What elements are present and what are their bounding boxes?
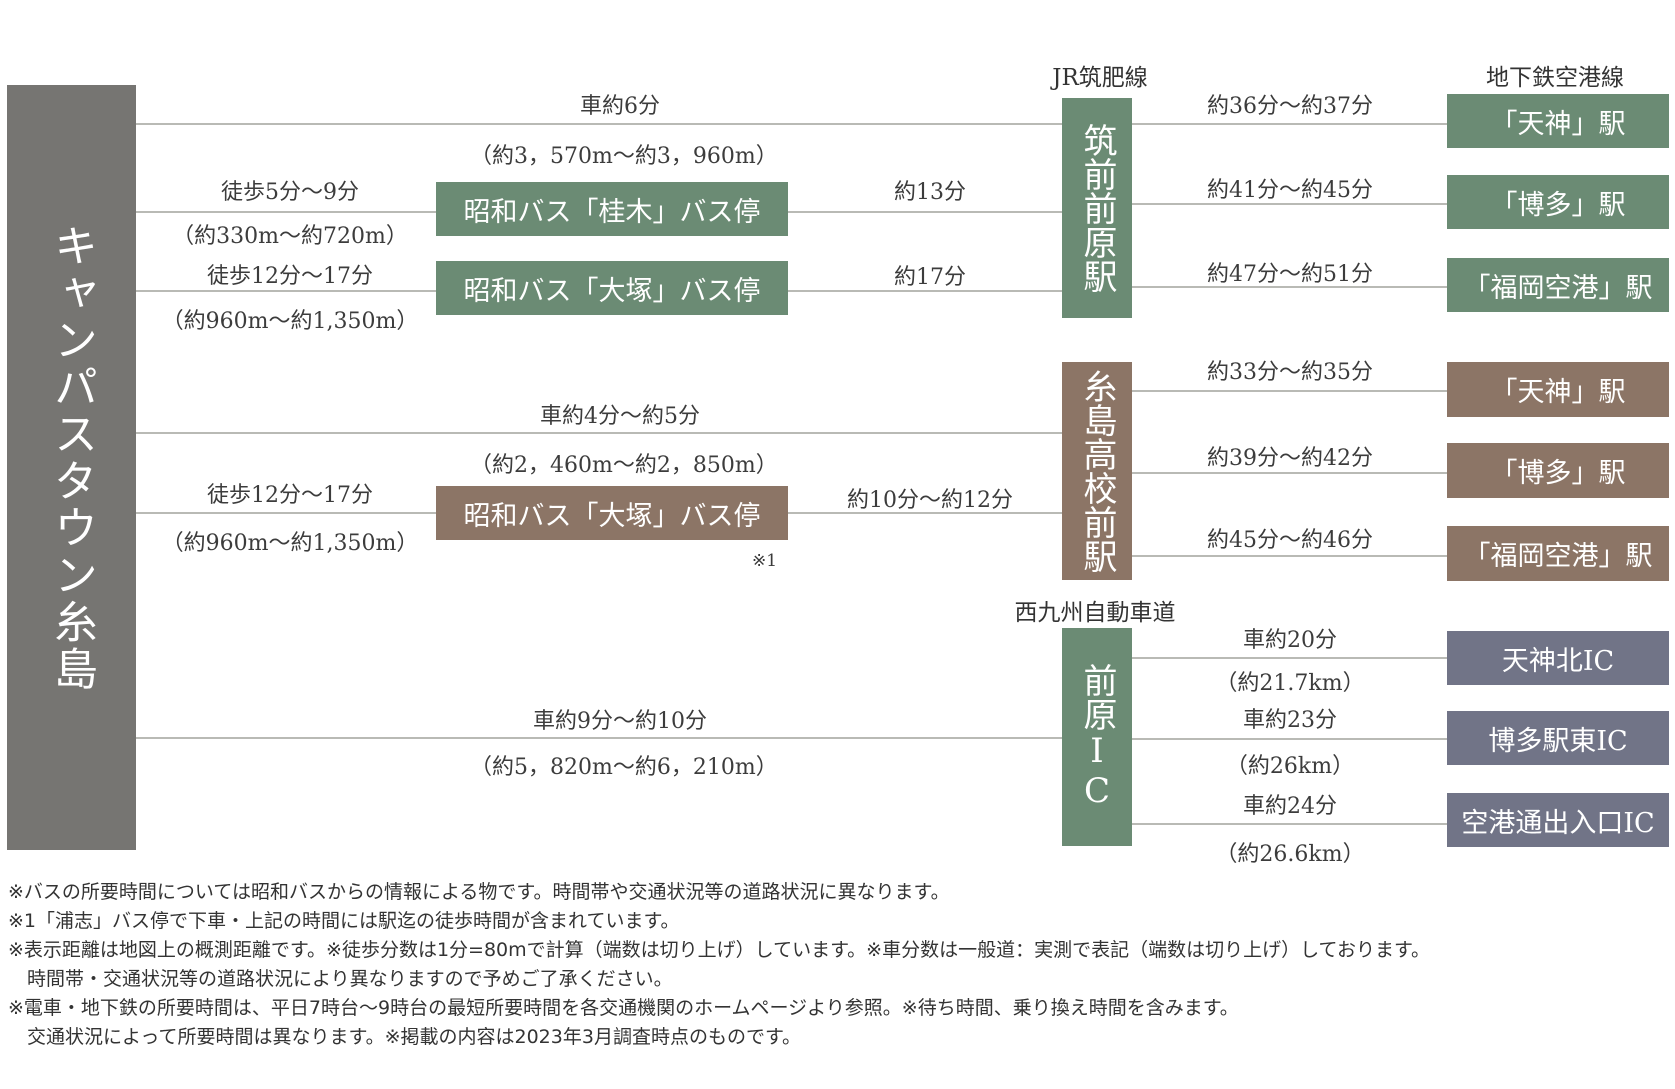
station-hakata-jr: 「博多」駅 — [1447, 175, 1669, 229]
car-time-ic: 車約9分～約10分 — [533, 709, 707, 734]
footnote-line: 時間帯・交通状況等の道路状況により異なりますので予めご了承ください。 — [8, 968, 673, 990]
ic-hakataeki-distance: （約26km） — [1225, 754, 1355, 779]
connector-line-ic-airport — [1132, 823, 1447, 825]
bus2-time: 約17分 — [894, 265, 966, 290]
hub-chikuzen-maebaru: 筑前前原駅 — [1062, 98, 1132, 318]
walk1-distance: （約330m～約720m） — [172, 224, 408, 249]
bus3-time: 約10分～約12分 — [847, 488, 1013, 513]
header-subway-line: 地下鉄空港線 — [1486, 65, 1624, 91]
ic-airport-dori: 空港通出入口IC — [1447, 793, 1669, 847]
connector-line-car-jr — [136, 123, 1062, 125]
connector-line-jr-tenjin — [1132, 123, 1447, 125]
connector-line-jr-hakata — [1132, 203, 1447, 205]
connector-line-walk2 — [136, 290, 436, 292]
header-expressway: 西九州自動車道 — [1014, 600, 1176, 626]
ic-tenjinkita-time: 車約20分 — [1243, 628, 1337, 653]
station-hakata-ito: 「博多」駅 — [1447, 443, 1669, 498]
connector-line-ic-hakataeki — [1132, 738, 1447, 740]
connector-line-car-itoshima — [136, 432, 1062, 434]
connector-line-bus3 — [788, 512, 1062, 514]
bus-stop-otsuka-2: 昭和バス「大塚」バス停 — [436, 486, 788, 540]
ic-airport-time: 車約24分 — [1243, 794, 1337, 819]
hub-chikuzen-maebaru-label: 筑前前原駅 — [1077, 123, 1117, 293]
jr-tenjin-time: 約36分～約37分 — [1207, 94, 1373, 119]
ic-hakataeki-higashi: 博多駅東IC — [1447, 711, 1669, 765]
footnote-line: ※バスの所要時間については昭和バスからの情報による物です。時間帯や交通状況等の道… — [8, 881, 950, 903]
ic-tenjinkita-distance: （約21.7km） — [1215, 671, 1365, 696]
station-tenjin-ito: 「天神」駅 — [1447, 362, 1669, 417]
car-distance-jr: （約3，570m～約3，960m） — [470, 144, 778, 169]
footnote-line: ※表示距離は地図上の概測距離です。※徒歩分数は1分=80mで計算（端数は切り上げ… — [8, 939, 1431, 961]
walk3-distance: （約960m～約1,350m） — [161, 531, 419, 556]
hub-maebaru-ic: 前原IC — [1062, 628, 1132, 846]
bus1-time: 約13分 — [894, 180, 966, 205]
connector-line-car-ic — [136, 737, 1062, 739]
car-time-itoshima: 車約4分～約5分 — [540, 404, 700, 429]
footnotes: ※バスの所要時間については昭和バスからの情報による物です。時間帯や交通状況等の道… — [8, 878, 1668, 1052]
ic-hakataeki-time: 車約23分 — [1243, 708, 1337, 733]
walk2-distance: （約960m～約1,350m） — [161, 309, 419, 334]
connector-line-ito-hakata — [1132, 472, 1447, 474]
walk3-time: 徒歩12分～17分 — [207, 483, 373, 508]
bus-stop-katsuragi: 昭和バス「桂木」バス停 — [436, 182, 788, 236]
connector-line-bus1 — [788, 211, 1062, 213]
note-mark-1: ※1 — [752, 551, 778, 571]
hub-itoshima-koko-mae-label: 糸島高校前駅 — [1077, 369, 1117, 573]
header-jr-line: JR筑肥線 — [1052, 65, 1148, 91]
walk2-time: 徒歩12分～17分 — [207, 264, 373, 289]
connector-line-jr-airport — [1132, 286, 1447, 288]
car-time-jr: 車約6分 — [580, 94, 660, 119]
footnote-line: 交通状況によって所要時間は異なります。※掲載の内容は2023年3月調査時点のもの… — [8, 1026, 802, 1048]
jr-airport-time: 約47分～約51分 — [1207, 262, 1373, 287]
connector-line-ito-airport — [1132, 555, 1447, 557]
station-airport-jr: 「福岡空港」駅 — [1447, 258, 1669, 312]
connector-line-bus2 — [788, 290, 1062, 292]
origin-label: キャンパスタウン糸島 — [46, 223, 97, 693]
footnote-line: ※電車・地下鉄の所要時間は、平日7時台～9時台の最短所要時間を各交通機関のホーム… — [8, 997, 1239, 1019]
bus-stop-otsuka-1: 昭和バス「大塚」バス停 — [436, 261, 788, 315]
ito-airport-time: 約45分～約46分 — [1207, 528, 1373, 553]
walk1-time: 徒歩5分～9分 — [221, 180, 359, 205]
ito-hakata-time: 約39分～約42分 — [1207, 446, 1373, 471]
ito-tenjin-time: 約33分～約35分 — [1207, 360, 1373, 385]
connector-line-walk1 — [136, 211, 436, 213]
car-distance-ic: （約5，820m～約6，210m） — [470, 755, 778, 780]
footnote-line: ※1「浦志」バス停で下車・上記の時間には駅迄の徒歩時間が含まれています。 — [8, 910, 680, 932]
jr-hakata-time: 約41分～約45分 — [1207, 178, 1373, 203]
connector-line-ic-tenjinkita — [1132, 657, 1447, 659]
ic-airport-distance: （約26.6km） — [1215, 842, 1365, 867]
station-airport-ito: 「福岡空港」駅 — [1447, 526, 1669, 581]
hub-itoshima-koko-mae: 糸島高校前駅 — [1062, 362, 1132, 580]
connector-line-ito-tenjin — [1132, 390, 1447, 392]
ic-tenjinkita: 天神北IC — [1447, 631, 1669, 685]
origin-block: キャンパスタウン糸島 — [7, 85, 136, 850]
station-tenjin-jr: 「天神」駅 — [1447, 94, 1669, 148]
hub-maebaru-ic-label: 前原IC — [1077, 663, 1117, 811]
car-distance-itoshima: （約2，460m～約2，850m） — [470, 453, 778, 478]
connector-line-walk3 — [136, 512, 436, 514]
